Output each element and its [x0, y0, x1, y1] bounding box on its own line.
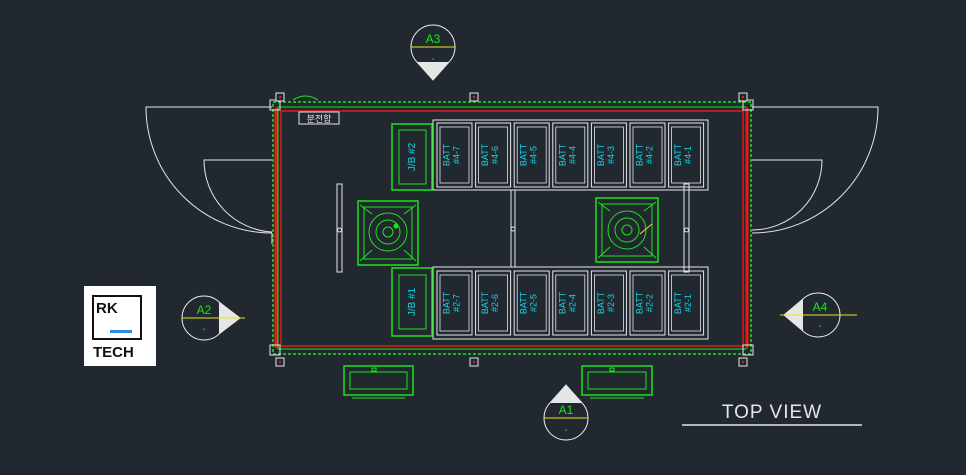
junction-box-top: J/B #2 — [391, 123, 433, 191]
outdoor-unit-right — [581, 365, 653, 399]
battery-bottom-module-label: BATT — [519, 291, 529, 314]
battery-bottom-module-label: BATT — [557, 291, 567, 314]
battery-bottom-module: BATT#2-7 — [436, 270, 473, 336]
battery-top-module-label: BATT — [635, 143, 645, 166]
battery-top-module-label: BATT — [673, 143, 683, 166]
battery-bottom-module: BATT#2-4 — [552, 270, 589, 336]
hvac-unit-right — [595, 197, 659, 263]
roof-arc — [292, 95, 319, 101]
section-marker-a3-sub: - — [431, 54, 434, 65]
battery-bottom-module: BATT#2-1 — [668, 270, 705, 336]
lifting-points — [275, 92, 748, 367]
section-marker-a4-sub: - — [818, 321, 821, 332]
hvac-unit-left — [357, 200, 419, 266]
battery-top-module-label: BATT — [480, 143, 490, 166]
battery-bottom-module-label: #2-4 — [567, 294, 577, 312]
battery-top-module-label: #4-4 — [567, 146, 577, 164]
battery-top-module: BATT#4-4 — [552, 122, 589, 188]
battery-top-module-label: BATT — [557, 143, 567, 166]
battery-top-module-label: #4-5 — [529, 146, 539, 164]
container-wall — [280, 110, 744, 347]
battery-bottom-module-label: #2-6 — [490, 294, 500, 312]
container-outline — [272, 101, 752, 355]
battery-top-module: BATT#4-5 — [513, 122, 550, 188]
battery-bottom-module: BATT#2-2 — [629, 270, 666, 336]
battery-top-module-label: #4-6 — [490, 146, 500, 164]
battery-top-module: BATT#4-2 — [629, 122, 666, 188]
battery-top-module-label: #4-7 — [452, 146, 462, 164]
section-marker-a4[interactable]: A4 - — [780, 292, 857, 338]
battery-top-module: BATT#4-7 — [436, 122, 473, 188]
section-marker-a2-id: A2 — [197, 303, 212, 317]
logo-line2: TECH — [93, 344, 134, 361]
battery-top-module: BATT#4-3 — [590, 122, 627, 188]
logo-line1: RK — [96, 300, 118, 317]
section-marker-a3[interactable]: A3 - — [410, 24, 456, 81]
section-marker-a1[interactable]: A1 - — [543, 384, 589, 441]
battery-top-module-label: BATT — [442, 143, 452, 166]
battery-bottom-module-label: BATT — [635, 291, 645, 314]
battery-top-module: BATT#4-6 — [475, 122, 512, 188]
junction-box-top-label: J/B #2 — [407, 142, 418, 171]
support-rails — [336, 183, 690, 273]
section-marker-a1-id: A1 — [559, 403, 574, 417]
logo-accent-bar — [110, 330, 132, 333]
battery-bottom-module: BATT#2-6 — [475, 270, 512, 336]
battery-top-module-label: #4-3 — [606, 146, 616, 164]
section-marker-a2[interactable]: A2 - — [181, 295, 245, 341]
battery-bottom-module-label: #2-2 — [645, 294, 655, 312]
battery-bottom-module: BATT#2-5 — [513, 270, 550, 336]
battery-bottom-module-label: #2-3 — [606, 294, 616, 312]
battery-top-module-label: BATT — [519, 143, 529, 166]
battery-bottom-module-label: BATT — [596, 291, 606, 314]
junction-box-bottom: J/B #1 — [391, 267, 433, 337]
rk-tech-logo: RK TECH — [84, 286, 156, 366]
view-title: TOP VIEW — [722, 402, 822, 423]
battery-bottom-module: BATT#2-3 — [590, 270, 627, 336]
section-marker-a1-sub: - — [564, 425, 567, 436]
panel-tag: 분전함 — [307, 114, 332, 124]
battery-frame-top — [432, 119, 709, 191]
section-marker-a3-id: A3 — [426, 32, 441, 46]
junction-box-bottom-label: J/B #1 — [407, 287, 418, 316]
right-door-swing — [751, 106, 879, 234]
section-marker-a2-sub: - — [202, 324, 205, 335]
logo-frame — [92, 295, 142, 340]
outdoor-unit-left — [343, 365, 414, 399]
corner-castings — [269, 99, 754, 356]
battery-top-module-label: BATT — [596, 143, 606, 166]
panel-tag-box — [298, 111, 340, 125]
left-door-swing — [145, 106, 273, 244]
section-marker-a4-id: A4 — [813, 300, 828, 314]
battery-top-module: BATT#4-1 — [668, 122, 705, 188]
battery-bottom-module-label: #2-7 — [452, 294, 462, 312]
battery-bottom-module-label: BATT — [442, 291, 452, 314]
battery-bottom-module-label: BATT — [673, 291, 683, 314]
battery-bottom-module-label: BATT — [480, 291, 490, 314]
battery-bottom-module-label: #2-1 — [683, 294, 693, 312]
battery-top-module-label: #4-2 — [645, 146, 655, 164]
battery-bottom-module-label: #2-5 — [529, 294, 539, 312]
battery-frame-bottom — [432, 266, 709, 340]
battery-top-module-label: #4-1 — [683, 146, 693, 164]
